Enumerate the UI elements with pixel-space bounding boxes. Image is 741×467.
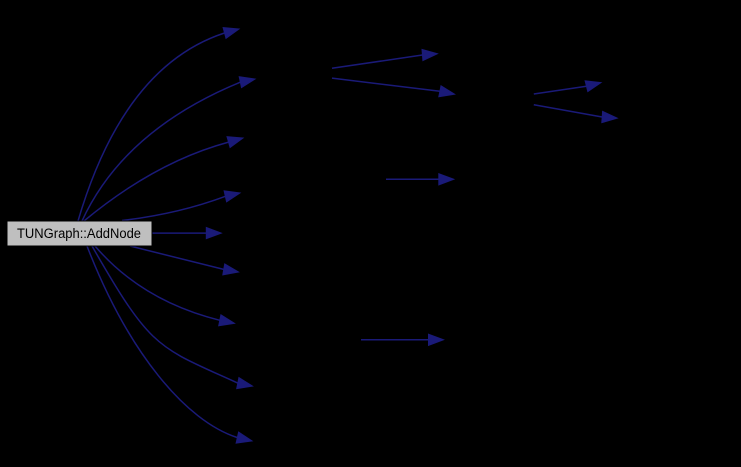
svg-text:TUNGraph::AddNode: TUNGraph::AddNode (17, 226, 141, 241)
